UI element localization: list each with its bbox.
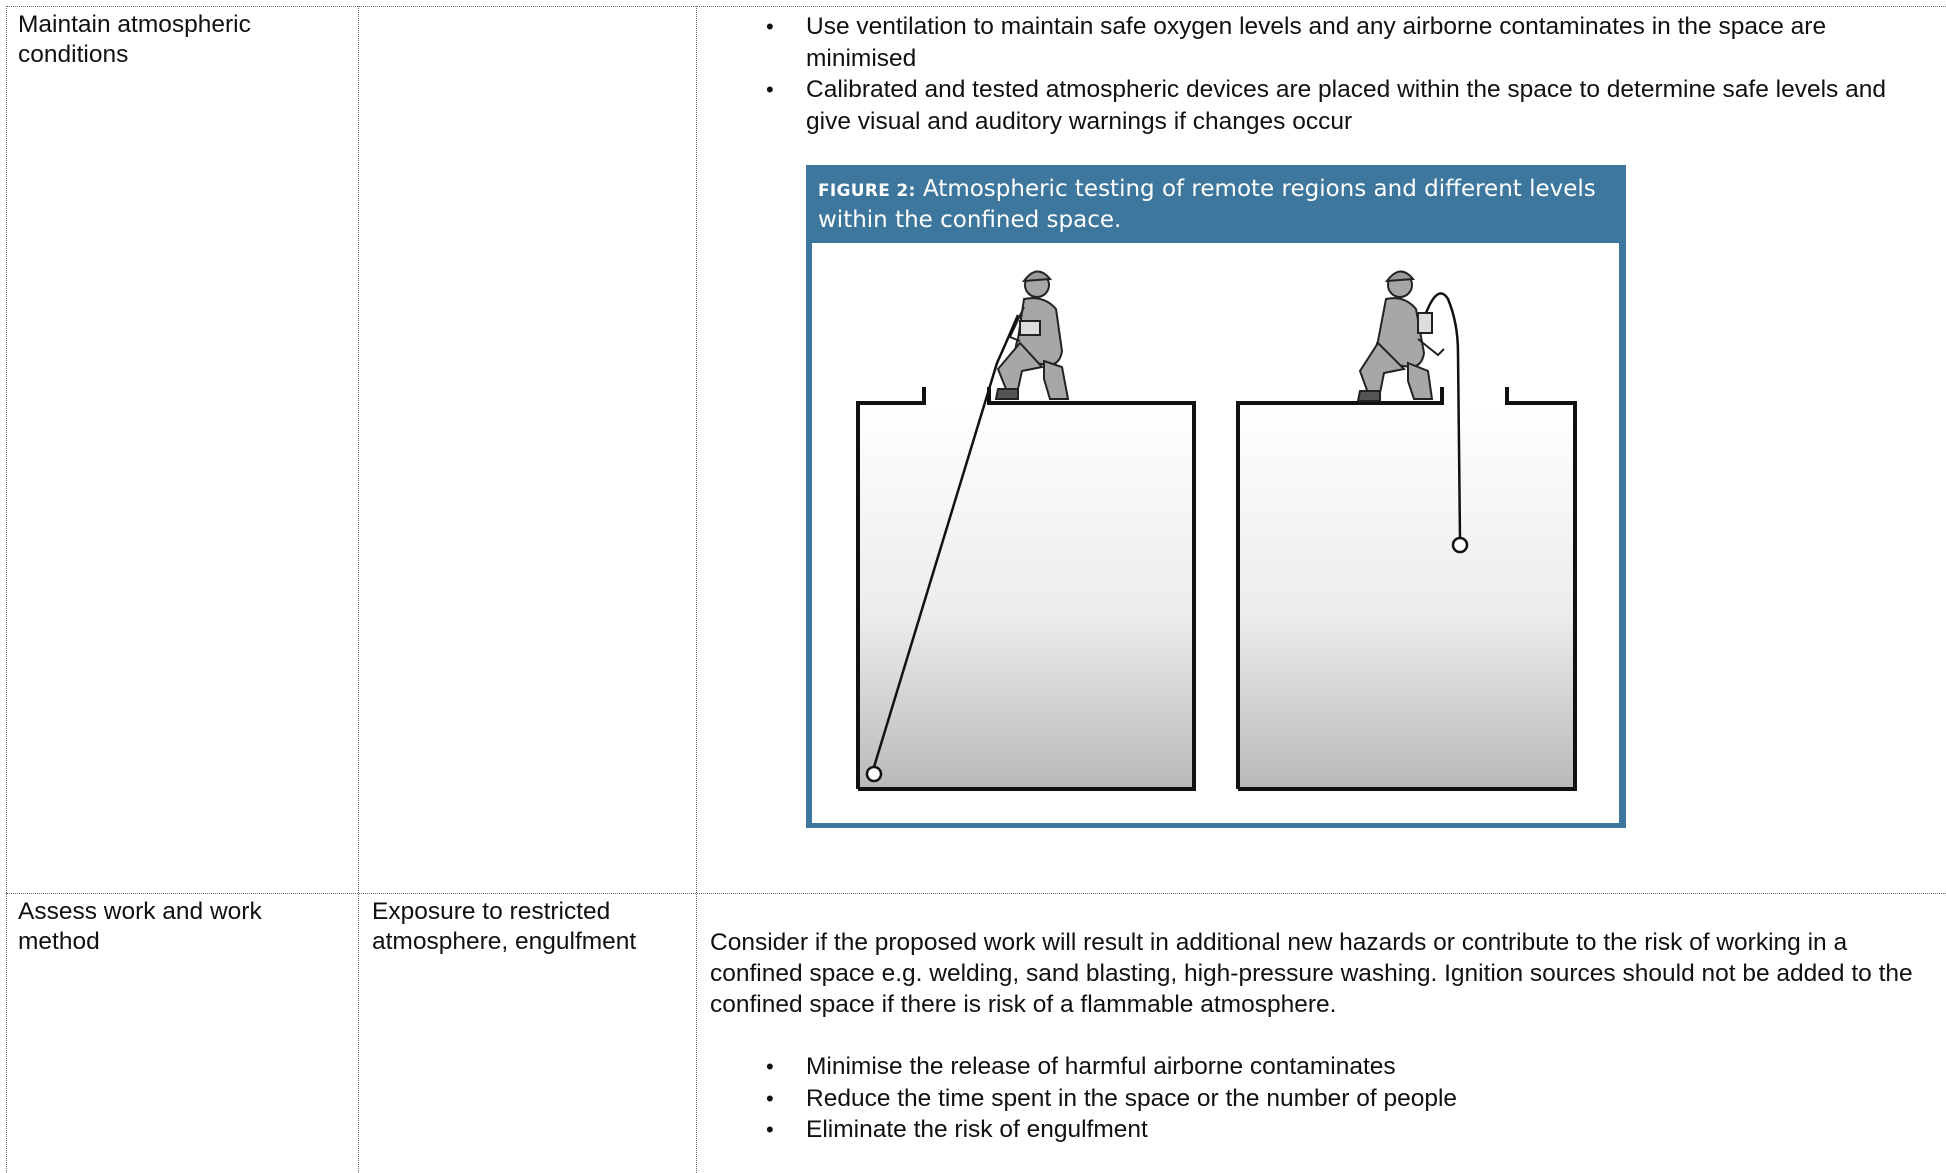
row1-task-cell: Maintain atmospheric conditions <box>18 10 318 70</box>
column-divider-1 <box>358 6 359 1173</box>
left-tank <box>856 387 1196 791</box>
left-probe-sensor <box>865 765 883 783</box>
figure-caption-text: Atmospheric testing of remote regions an… <box>818 176 1596 233</box>
right-tank <box>1236 387 1577 791</box>
table-left-border <box>6 6 7 1173</box>
row1-task-text: Maintain atmospheric conditions <box>18 11 251 68</box>
row2-task-cell: Assess work and work method <box>18 897 318 957</box>
row-divider <box>6 893 1946 894</box>
figure-2: FIGURE 2: Atmospheric testing of remote … <box>806 165 1626 828</box>
row2-controls-list: Minimise the release of harmful airborne… <box>766 1051 1936 1146</box>
list-item: Calibrated and tested atmospheric device… <box>766 74 1936 137</box>
list-item: Reduce the time spent in the space or th… <box>766 1083 1936 1115</box>
table-top-border <box>6 6 1946 7</box>
column-divider-2 <box>696 6 697 1173</box>
right-worker <box>1356 270 1445 402</box>
row2-hazard-text: Exposure to restricted atmosphere, engul… <box>372 898 637 955</box>
confined-space-illustration <box>856 270 1577 791</box>
list-item: Eliminate the risk of engulfment <box>766 1114 1936 1146</box>
row2-hazard-cell: Exposure to restricted atmosphere, engul… <box>372 897 692 957</box>
row2-task-text: Assess work and work method <box>18 898 262 955</box>
figure-label: FIGURE 2: <box>818 181 916 201</box>
list-item: Use ventilation to maintain safe oxygen … <box>766 11 1936 74</box>
right-probe-line <box>1424 292 1462 540</box>
left-probe-line <box>872 314 1020 768</box>
list-item: Minimise the release of harmful airborne… <box>766 1051 1936 1083</box>
left-worker <box>994 270 1070 400</box>
figure-illustration <box>812 243 1619 823</box>
figure-caption: FIGURE 2: Atmospheric testing of remote … <box>818 175 1618 235</box>
right-probe-sensor <box>1451 536 1469 554</box>
row2-paragraph: Consider if the proposed work will resul… <box>710 929 1913 1018</box>
row1-controls-list: Use ventilation to maintain safe oxygen … <box>766 11 1936 137</box>
